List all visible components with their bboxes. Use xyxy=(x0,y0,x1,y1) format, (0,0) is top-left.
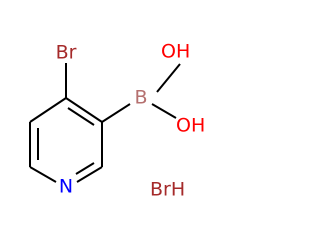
structure-diagram: Br B OH OH N BrH xyxy=(29,41,205,201)
bond-b-o-upper xyxy=(156,63,181,93)
bond-b-o-lower xyxy=(151,103,177,119)
hydrogen-bromide-label: BrH xyxy=(150,179,185,201)
bond-c5-c4 xyxy=(29,97,67,123)
bond-c4-c3 xyxy=(65,97,103,123)
hydroxyl-lower-label: OH xyxy=(176,115,205,137)
molecule-canvas: Br B OH OH N BrH xyxy=(29,40,206,201)
hydroxyl-upper-label: OH xyxy=(161,41,190,63)
bond-c2-n1 xyxy=(76,166,103,183)
bond-n1-c6 xyxy=(29,166,57,183)
pyridine-ring xyxy=(29,97,103,183)
nitrogen-atom-label: N xyxy=(59,176,73,198)
double-bond-c2-n1 xyxy=(75,162,95,175)
bromine-atom-label: Br xyxy=(56,42,77,64)
bond-c3-b xyxy=(101,103,131,123)
boron-atom-label: B xyxy=(134,87,147,109)
double-bond-c4-c3 xyxy=(67,107,95,126)
